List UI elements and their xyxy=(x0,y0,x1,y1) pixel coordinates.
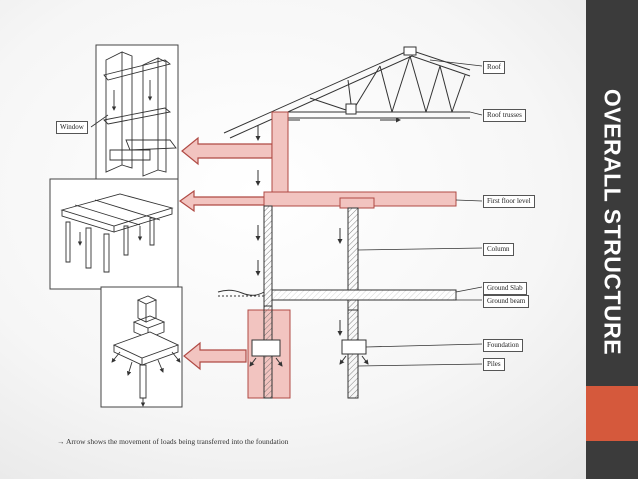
load-transfer-arrows xyxy=(178,136,273,371)
callout-first-floor-level: First floor level xyxy=(483,195,535,208)
window-load-arrow xyxy=(181,136,273,166)
floor-load-arrow xyxy=(178,189,267,213)
pad-foundation-sketch xyxy=(111,295,181,407)
pile-cap-drawing xyxy=(249,339,369,367)
callout-window: Window xyxy=(56,121,88,134)
slide-title: OVERALL STRUCTURE xyxy=(599,88,626,356)
footnote-arrow-explanation: → Arrow shows the movement of loads bein… xyxy=(57,437,289,446)
callout-column: Column xyxy=(483,243,514,256)
sidebar-accent-block xyxy=(586,386,638,441)
callout-foundation: Foundation xyxy=(483,339,523,352)
floor-beam-block xyxy=(339,197,375,209)
callout-roof: Roof xyxy=(483,61,505,74)
callout-leader-lines xyxy=(90,59,483,367)
callout-ground-slab: Ground Slab xyxy=(483,282,527,295)
roof-truss-drawing xyxy=(223,46,471,139)
floor-frame-sketch xyxy=(60,193,174,273)
ground-slab-drawing xyxy=(217,289,457,301)
callout-roof-trusses: Roof trusses xyxy=(483,109,526,122)
structure-drawing xyxy=(49,44,483,408)
window-frame-sketch xyxy=(103,51,177,177)
callout-ground-beam: Ground beam xyxy=(483,295,530,308)
upper-wall-highlight xyxy=(271,111,289,193)
foundation-load-arrow xyxy=(183,341,247,371)
callout-piles: Piles xyxy=(483,358,505,371)
